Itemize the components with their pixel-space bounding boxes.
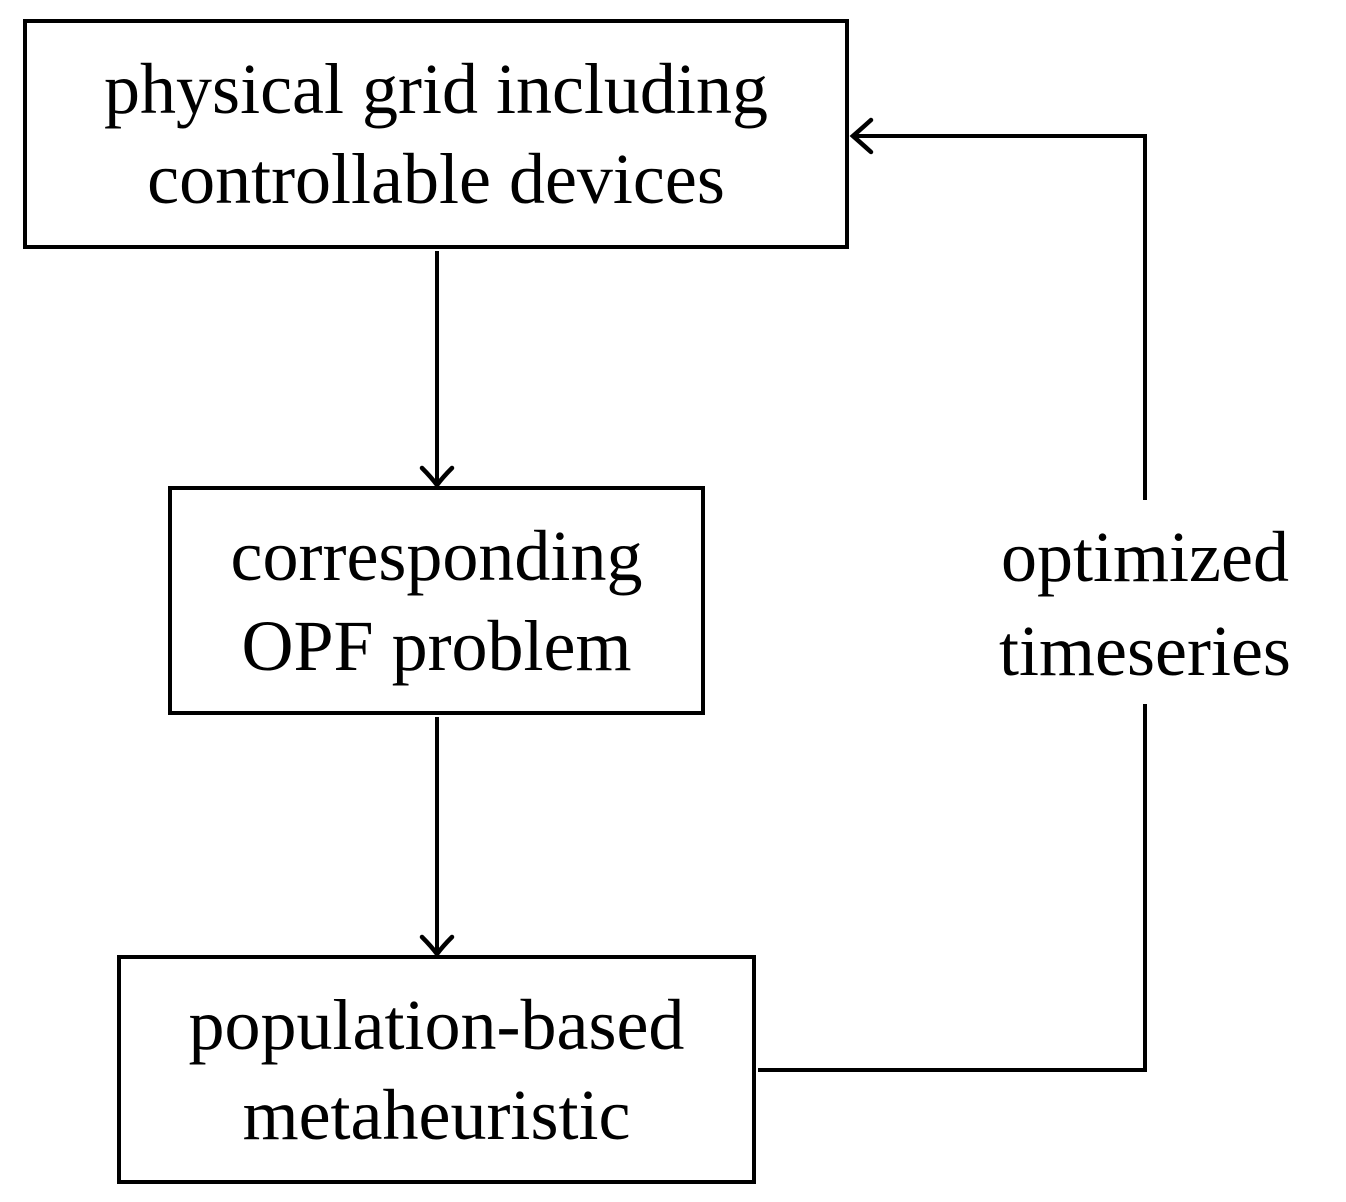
node-physical-grid: physical grid including controllable dev…: [23, 19, 849, 249]
node-metaheuristic-line2: metaheuristic: [242, 1074, 631, 1155]
arrowhead-left-grid-icon: [849, 117, 874, 155]
node-opf-problem: corresponding OPF problem: [168, 486, 705, 715]
edge-feedback-lower: [758, 704, 1147, 1072]
node-metaheuristic-line1: population-based: [188, 984, 685, 1065]
edge-feedback-upper: [856, 134, 1147, 500]
feedback-edge-label-line1: optimized: [1001, 517, 1289, 597]
node-physical-grid-line1: physical grid including: [104, 49, 768, 129]
arrowhead-down-opf-icon: [419, 465, 455, 489]
feedback-edge-label: optimized timeseries: [999, 510, 1291, 698]
feedback-edge-label-line2: timeseries: [999, 611, 1291, 691]
arrowhead-down-metaheuristic-icon: [419, 934, 455, 958]
node-metaheuristic: population-based metaheuristic: [117, 955, 756, 1184]
node-opf-problem-line2: OPF problem: [241, 605, 632, 686]
node-physical-grid-line2: controllable devices: [147, 139, 725, 219]
node-opf-problem-line1: corresponding: [230, 515, 643, 596]
